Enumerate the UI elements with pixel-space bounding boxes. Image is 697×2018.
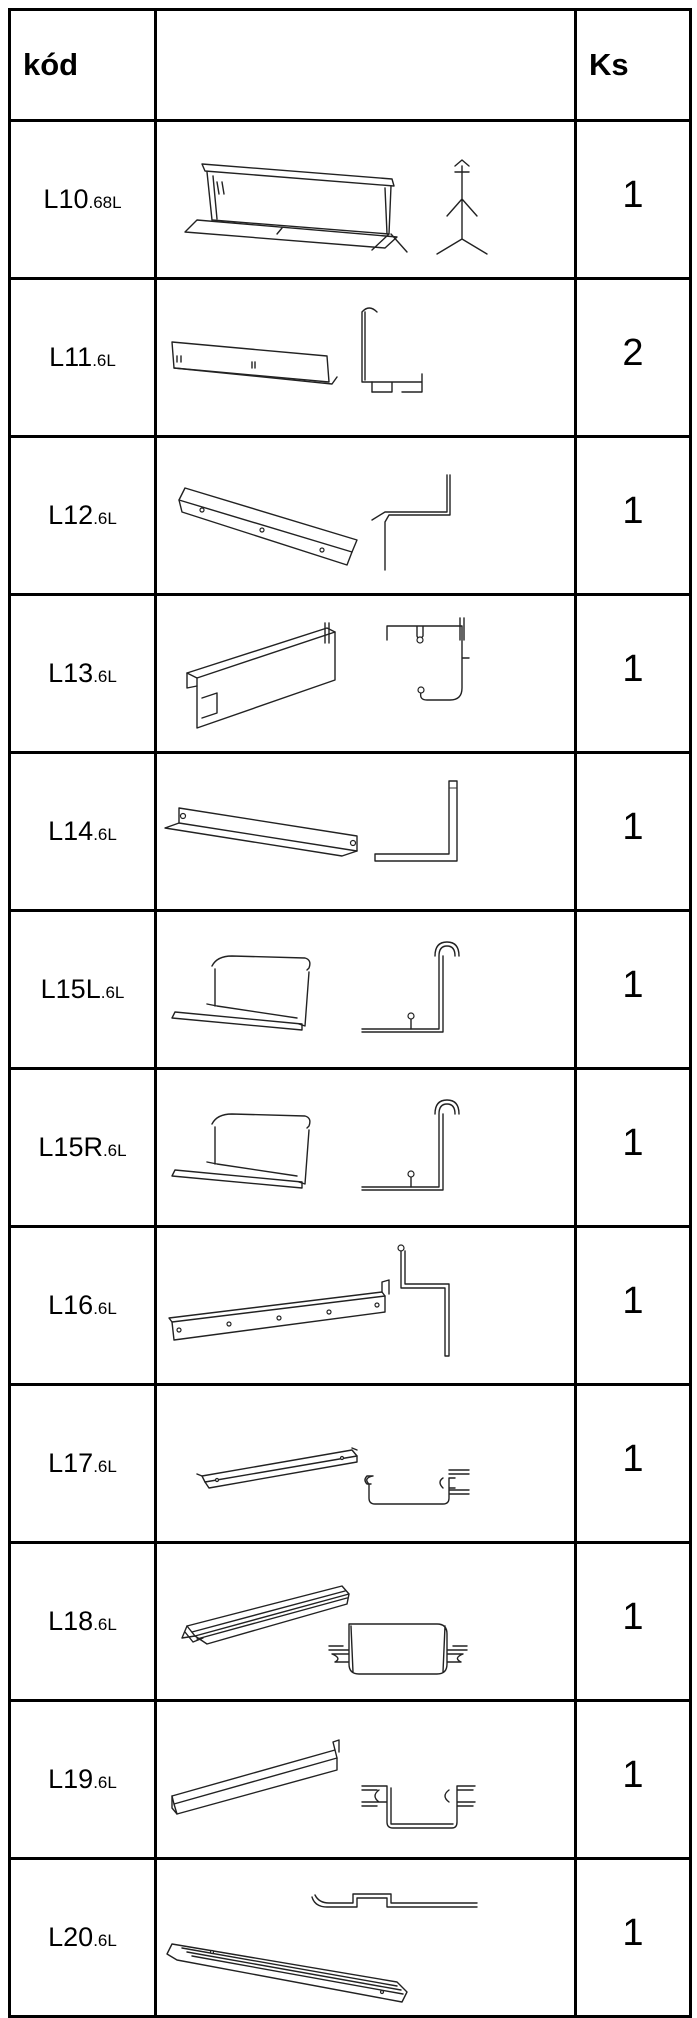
- part-code: L19.6L: [8, 1699, 157, 1860]
- parts-table: kód Ks L10.68L 1 L11.6L: [8, 8, 692, 2018]
- part-code: L15R.6L: [8, 1067, 157, 1228]
- profile-l13-drawing: [154, 593, 577, 754]
- part-qty: 1: [574, 909, 692, 1070]
- part-qty: 2: [574, 277, 692, 438]
- profile-l14-drawing: [154, 751, 577, 912]
- part-code: L10.68L: [8, 119, 157, 280]
- part-code: L17.6L: [8, 1383, 157, 1544]
- profile-l15r-drawing: [154, 1067, 577, 1228]
- part-code: L11.6L: [8, 277, 157, 438]
- part-qty: 1: [574, 1699, 692, 1860]
- header-qty: Ks: [574, 8, 692, 122]
- table-row: L10.68L 1: [8, 119, 692, 280]
- part-code: L18.6L: [8, 1541, 157, 1702]
- part-code: L12.6L: [8, 435, 157, 596]
- table-row: L14.6L 1: [8, 751, 692, 912]
- profile-l17-drawing: [154, 1383, 577, 1544]
- part-qty: 1: [574, 1067, 692, 1228]
- header-code: kód: [8, 8, 157, 122]
- part-code: L14.6L: [8, 751, 157, 912]
- part-qty: 1: [574, 1225, 692, 1386]
- table-row: L15L.6L 1: [8, 909, 692, 1070]
- table-row: L11.6L 2: [8, 277, 692, 438]
- part-code: L13.6L: [8, 593, 157, 754]
- part-qty: 1: [574, 1383, 692, 1544]
- table-row: L17.6L 1: [8, 1383, 692, 1544]
- part-qty: 1: [574, 435, 692, 596]
- table-row: L16.6L 1: [8, 1225, 692, 1386]
- part-qty: 1: [574, 119, 692, 280]
- table-row: L15R.6L 1: [8, 1067, 692, 1228]
- table-row: L20.6L 1: [8, 1857, 692, 2018]
- part-qty: 1: [574, 1857, 692, 2018]
- profile-l12-drawing: [154, 435, 577, 596]
- profile-l16-drawing: [154, 1225, 577, 1386]
- profile-l11-drawing: [154, 277, 577, 438]
- table-header-row: kód Ks: [8, 8, 692, 122]
- part-qty: 1: [574, 1541, 692, 1702]
- table-row: L18.6L 1: [8, 1541, 692, 1702]
- table-row: L19.6L 1: [8, 1699, 692, 1860]
- header-drawing: [154, 8, 577, 122]
- part-qty: 1: [574, 751, 692, 912]
- profile-l15l-drawing: [154, 909, 577, 1070]
- parts-sheet: kód Ks L10.68L 1 L11.6L: [8, 8, 692, 2018]
- profile-l18-drawing: [154, 1541, 577, 1702]
- part-code: L20.6L: [8, 1857, 157, 2018]
- table-row: L12.6L 1: [8, 435, 692, 596]
- part-code: L15L.6L: [8, 909, 157, 1070]
- profile-l10-drawing: [154, 119, 577, 280]
- part-code: L16.6L: [8, 1225, 157, 1386]
- table-row: L13.6L 1: [8, 593, 692, 754]
- profile-l19-drawing: [154, 1699, 577, 1860]
- part-qty: 1: [574, 593, 692, 754]
- profile-l20-drawing: [154, 1857, 577, 2018]
